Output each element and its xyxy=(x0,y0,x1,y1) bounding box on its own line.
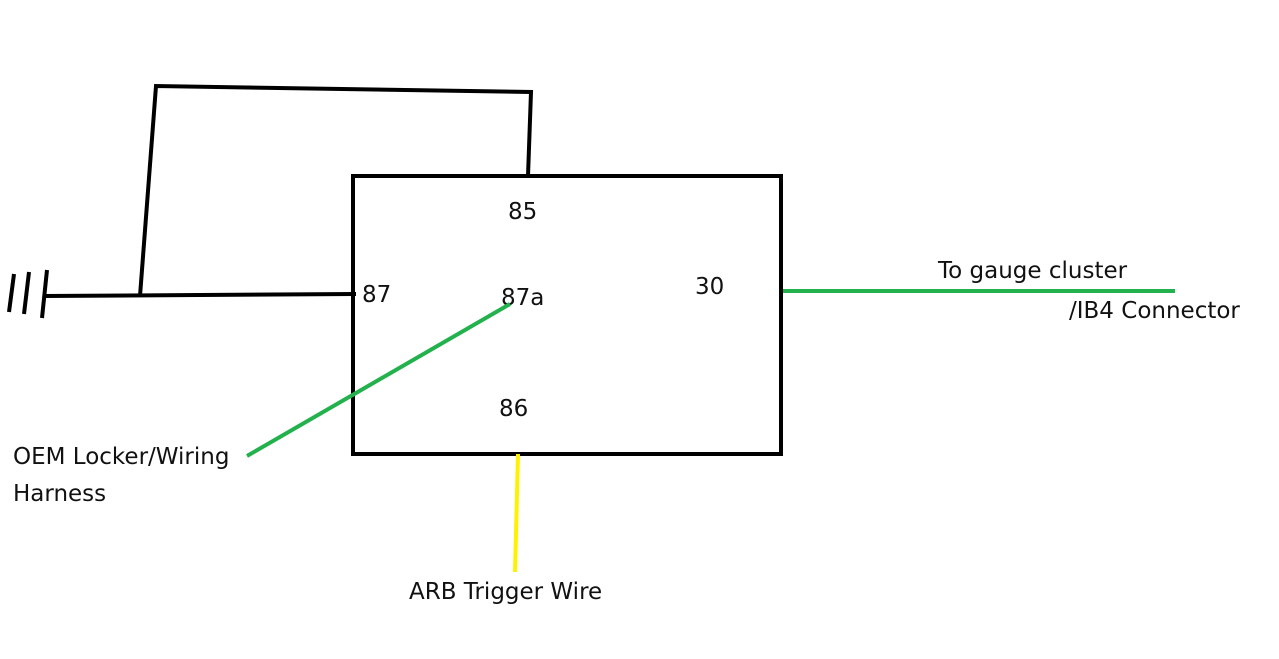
pin-label-85: 85 xyxy=(508,199,537,225)
harness-label: Harness xyxy=(13,481,106,507)
pin-label-30: 30 xyxy=(695,274,724,300)
oem-harness-wire xyxy=(245,302,512,458)
pin-85-loop-wire xyxy=(138,83,534,297)
ground-wire xyxy=(43,292,357,298)
relay-body xyxy=(351,174,783,456)
arb-trigger-label: ARB Trigger Wire xyxy=(409,579,602,605)
oem-locker-label: OEM Locker/Wiring xyxy=(13,444,229,470)
pin-label-86: 86 xyxy=(499,396,528,422)
ground-symbol-icon xyxy=(7,269,49,319)
gauge-cluster-label: To gauge cluster xyxy=(937,258,1128,284)
pin-label-87: 87 xyxy=(362,282,391,308)
ib4-connector-label: /IB4 Connector xyxy=(1069,298,1240,324)
arb-trigger-wire xyxy=(513,453,520,573)
